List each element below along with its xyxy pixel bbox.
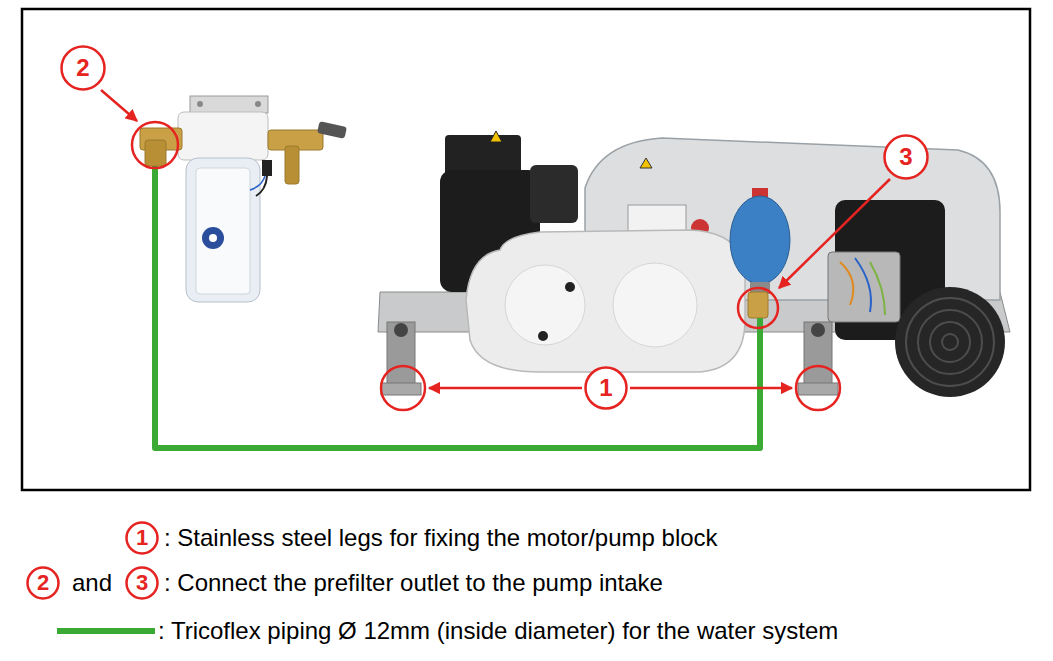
- fan-grille: [906, 298, 994, 386]
- legend-line-sample: [57, 628, 155, 634]
- callout-circle: 2: [60, 45, 106, 91]
- wire: [870, 262, 885, 315]
- callout-outline: [586, 368, 627, 409]
- legend-text: : Tricoflex piping Ø 12mm (inside diamet…: [158, 617, 838, 645]
- sensor: [262, 160, 272, 176]
- fan-grille: [942, 334, 958, 350]
- callout-number: 3: [899, 145, 912, 169]
- left-motor-end: [530, 165, 578, 223]
- callout-number: 1: [599, 376, 612, 400]
- callout-circle: 2: [26, 566, 60, 600]
- brass-tee: [285, 146, 299, 184]
- callout-number: 1: [136, 527, 148, 549]
- callout-outline: [62, 47, 105, 90]
- filter-logo: [202, 227, 224, 249]
- figure-frame: [22, 9, 1030, 490]
- dimension-arrow: [630, 387, 792, 390]
- leg-bolt: [811, 323, 825, 337]
- warning-symbol: [490, 131, 502, 142]
- fan-grille: [918, 310, 982, 374]
- pump-intake-fitting: [748, 292, 768, 318]
- leg-foot: [798, 383, 838, 395]
- wall-bracket: [190, 96, 268, 113]
- leg-bolt: [394, 323, 408, 337]
- highlight-circle: [796, 366, 840, 410]
- dimension-arrow: [429, 387, 582, 390]
- legend-text: : Stainless steel legs for fixing the mo…: [164, 524, 718, 552]
- warning-symbol: [640, 158, 652, 168]
- callout-outline: [127, 523, 158, 554]
- pulley-cover: [613, 263, 697, 347]
- callout-number: 3: [136, 572, 148, 594]
- callout-circle: 3: [125, 566, 159, 600]
- fan-grille: [906, 298, 994, 386]
- callout-circle: 1: [584, 366, 628, 410]
- filter-bowl: [186, 158, 260, 302]
- screw: [565, 282, 575, 292]
- callout-number: 2: [37, 572, 49, 594]
- callout-circle: 3: [883, 134, 929, 180]
- callout-outline: [127, 568, 158, 599]
- bracket-hole: [255, 101, 261, 107]
- tricoflex-pipe: [155, 166, 760, 448]
- filter-cartridge: [196, 168, 250, 294]
- motor-pump-block: [378, 131, 1010, 397]
- filter-head: [178, 112, 268, 160]
- filter-logo: [209, 234, 217, 242]
- fan-grille: [930, 322, 970, 362]
- highlight-circle: [381, 366, 425, 410]
- callout-number: 2: [76, 56, 89, 80]
- belt-guard: [466, 230, 745, 372]
- leg: [804, 322, 832, 388]
- callout-circle: 1: [125, 521, 159, 555]
- fan-cover: [895, 287, 1005, 397]
- callout-outline: [28, 568, 59, 599]
- wire: [840, 262, 853, 305]
- highlight-circle: [132, 122, 178, 168]
- leg-foot: [381, 383, 421, 395]
- legend-conjunction: and: [72, 569, 112, 597]
- leg: [387, 322, 415, 388]
- sensor-cable: [250, 176, 265, 190]
- callout-outline: [885, 136, 928, 179]
- highlight-circle: [738, 288, 778, 328]
- callout-marks: [101, 90, 890, 410]
- leader-arrow: [101, 90, 137, 121]
- wire: [855, 258, 871, 312]
- screw: [538, 331, 548, 341]
- expansion-tank: [730, 196, 790, 284]
- legend-text: : Connect the prefilter outlet to the pu…: [164, 569, 663, 597]
- bracket-hole: [197, 101, 203, 107]
- valve-handle: [317, 121, 347, 139]
- wiring-block: [828, 252, 900, 322]
- leader-arrow: [779, 179, 890, 288]
- brass-elbow: [145, 140, 166, 166]
- pulley-cover: [505, 265, 585, 345]
